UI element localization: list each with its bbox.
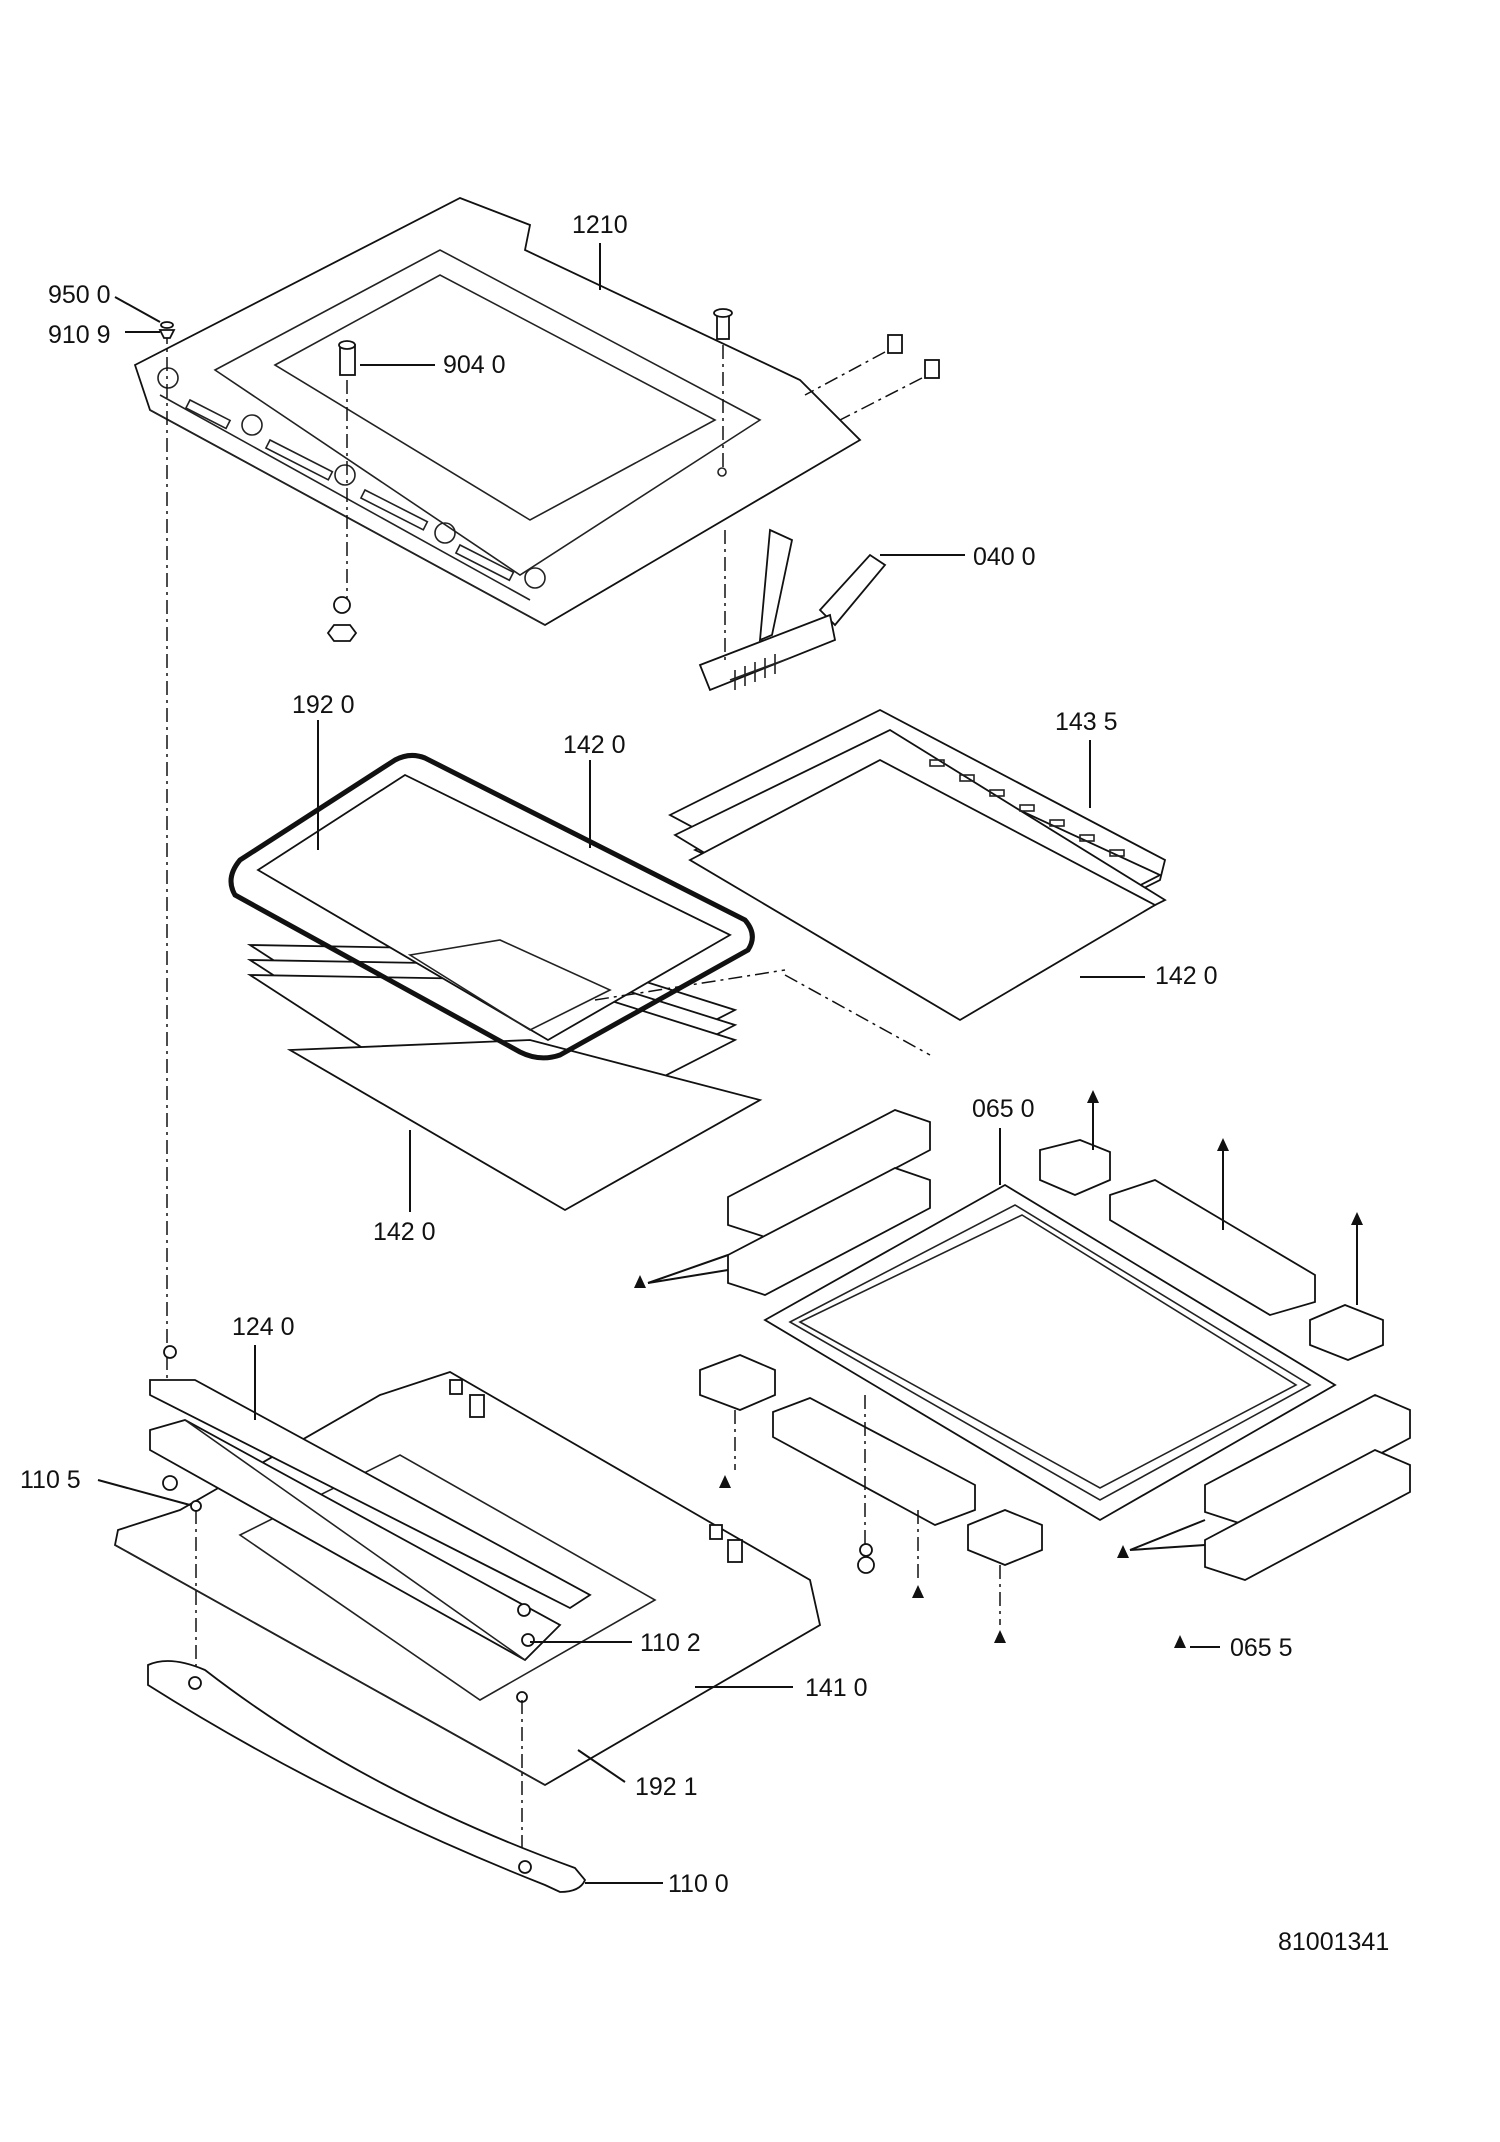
document-number: 81001341 bbox=[1278, 1928, 1389, 1956]
callout-0650: 065 0 bbox=[972, 1095, 1035, 1123]
insulation-blocks-left bbox=[727, 1109, 931, 1296]
glass-sheet-right bbox=[688, 758, 1157, 1022]
callout-1105: 110 5 bbox=[20, 1466, 81, 1494]
top-panel-part bbox=[133, 197, 862, 627]
callout-9040: 904 0 bbox=[443, 351, 506, 379]
callout-1921: 192 1 bbox=[635, 1773, 698, 1801]
callout-1240: 124 0 bbox=[232, 1313, 295, 1341]
leader-lines bbox=[97, 243, 1220, 1884]
callout-0400: 040 0 bbox=[973, 543, 1036, 571]
insulation-blocks-bottom bbox=[699, 1354, 1411, 1581]
callout-9109: 910 9 bbox=[48, 321, 111, 349]
hinge-0400 bbox=[698, 528, 887, 692]
insulation-arrows bbox=[634, 1090, 1363, 1648]
callout-1420-upper: 142 0 bbox=[563, 731, 626, 759]
callout-9500: 950 0 bbox=[48, 281, 111, 309]
screw-pair bbox=[804, 334, 940, 421]
callout-1920: 192 0 bbox=[292, 691, 355, 719]
panel-holes bbox=[157, 367, 727, 589]
callout-1420-right: 142 0 bbox=[1155, 962, 1218, 990]
callout-1410: 141 0 bbox=[805, 1674, 868, 1702]
callout-1435: 143 5 bbox=[1055, 708, 1118, 736]
insulation-blocks-top bbox=[1039, 1139, 1384, 1361]
callout-1210: 1210 bbox=[572, 211, 628, 239]
screw-9040 bbox=[326, 340, 358, 642]
callout-0655: 065 5 bbox=[1230, 1634, 1293, 1662]
glass-sheet-top bbox=[407, 939, 612, 1031]
gasket-1920 bbox=[228, 752, 755, 1061]
washer-9500 bbox=[158, 321, 176, 339]
panel-slots bbox=[184, 398, 515, 582]
callout-1100: 110 0 bbox=[668, 1870, 729, 1898]
screw-bottom-frame bbox=[857, 1395, 875, 1574]
screw-right bbox=[713, 308, 733, 470]
frame-vents bbox=[929, 759, 1125, 857]
callout-1102: 110 2 bbox=[640, 1629, 701, 1657]
handle-1100 bbox=[147, 1660, 587, 1893]
frame-0650 bbox=[763, 1183, 1337, 1522]
door-rail-1240 bbox=[149, 1379, 592, 1662]
callout-1420-lower: 142 0 bbox=[373, 1218, 436, 1246]
door-clips bbox=[449, 1379, 743, 1563]
